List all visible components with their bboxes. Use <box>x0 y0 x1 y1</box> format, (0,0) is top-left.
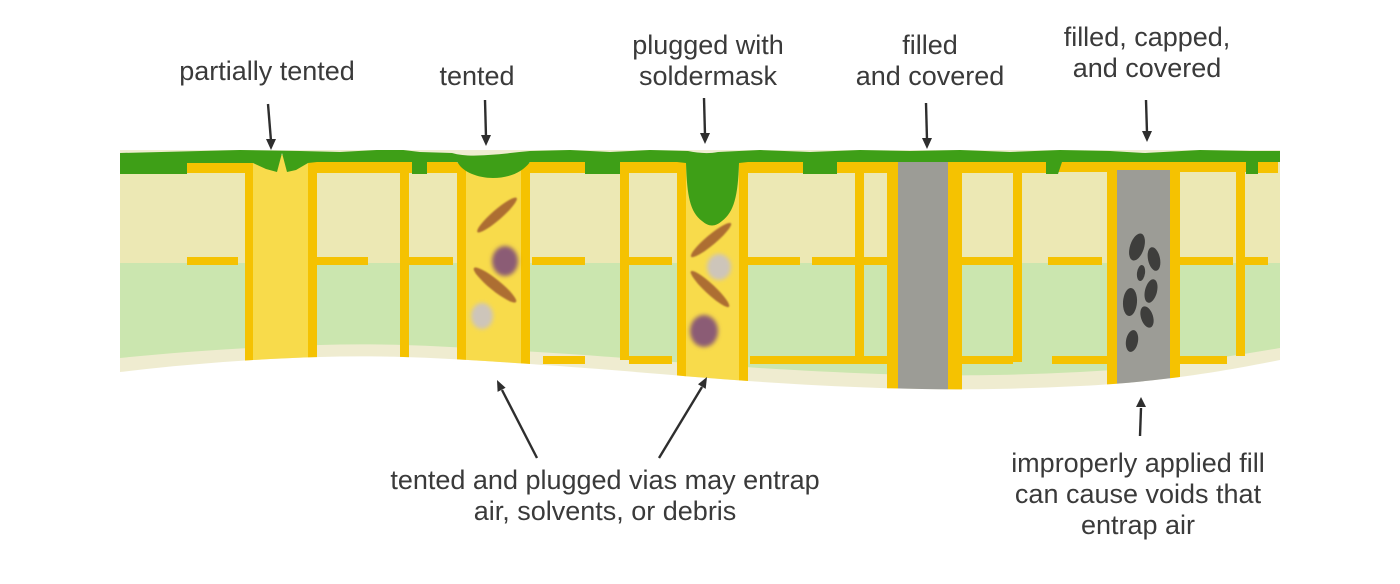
pointer-arrowheads <box>266 131 1152 407</box>
air-voids <box>1122 233 1161 352</box>
top-copper-pads <box>187 161 1278 173</box>
label-line: can cause voids that <box>1014 479 1262 509</box>
arrowhead-icon <box>497 380 506 392</box>
via-filled-covered-fill <box>898 162 948 390</box>
label-filled-capped-covered: filled, capped, and covered <box>1064 22 1231 84</box>
debris-blob-pale <box>471 303 493 329</box>
via-barrel-walls <box>245 161 1180 390</box>
void-blob <box>1144 279 1158 303</box>
entrapped-debris <box>471 197 732 347</box>
label-voids-note: improperly applied fill can cause voids … <box>1011 448 1265 541</box>
epoxy-fills <box>898 162 1170 390</box>
label-line: plugged with <box>632 30 784 60</box>
arrow-plugged <box>702 97 707 136</box>
via-partially-tented-fill <box>253 163 308 390</box>
debris-blob-pale <box>707 254 731 280</box>
debris-blob-purple <box>690 315 718 347</box>
via-capped-fill <box>1117 170 1170 390</box>
arrow-entrap-left <box>500 389 539 459</box>
void-blob <box>1147 247 1161 271</box>
arrowhead-icon <box>1142 131 1152 142</box>
arrowhead-icon <box>1136 397 1146 407</box>
crack-sliver <box>690 270 730 308</box>
label-line: tented and plugged vias may entrap <box>390 465 820 495</box>
arrowhead-icon <box>266 139 276 150</box>
void-blob <box>1129 233 1145 261</box>
copper-layer <box>187 161 1278 390</box>
arrowhead-icon <box>481 135 491 146</box>
label-line: and covered <box>855 61 1005 91</box>
debris-blob-purple <box>492 246 518 276</box>
crack-sliver <box>473 267 517 303</box>
void-blob <box>1122 288 1138 316</box>
label-line: soldermask <box>638 61 778 91</box>
void-blob <box>1125 330 1139 352</box>
label-line: filled, capped, <box>1063 22 1231 52</box>
label-filled-and-covered: filled and covered <box>856 30 1005 92</box>
bottom-copper-traces <box>543 356 1227 364</box>
arrowhead-icon <box>700 133 710 144</box>
label-line: air, solvents, or debris <box>473 496 737 526</box>
label-line: improperly applied fill <box>1011 448 1265 478</box>
arrow-filled-capped <box>1144 99 1149 134</box>
label-plugged-with-soldermask: plugged with soldermask <box>632 30 784 92</box>
pointer-arrows <box>266 97 1149 459</box>
label-line: entrap air <box>1080 510 1196 540</box>
label-line: filled <box>902 30 958 60</box>
arrow-tented <box>483 99 488 138</box>
arrow-partially-tented <box>266 103 273 142</box>
crack-sliver <box>477 197 517 233</box>
inner-copper-traces <box>187 257 1268 265</box>
via-cap-pad <box>1058 161 1246 172</box>
arrow-entrap-right <box>657 386 704 459</box>
crack-sliver <box>690 222 732 258</box>
label-line: tented <box>439 61 515 91</box>
arrowhead-icon <box>922 138 932 149</box>
soldermask-layer <box>120 150 1280 226</box>
void-blob <box>1140 306 1154 328</box>
label-tented: tented <box>439 61 514 92</box>
arrow-filled-covered <box>924 102 929 141</box>
label-partially-tented: partially tented <box>179 56 355 87</box>
void-blob <box>1136 265 1146 281</box>
label-line: and covered <box>1072 53 1222 83</box>
plain-via-barrels <box>400 163 1245 362</box>
label-entrap-note: tented and plugged vias may entrap air, … <box>390 465 819 527</box>
arrowhead-icon <box>698 377 707 389</box>
label-line: partially tented <box>179 56 355 86</box>
arrow-voids <box>1138 407 1143 437</box>
